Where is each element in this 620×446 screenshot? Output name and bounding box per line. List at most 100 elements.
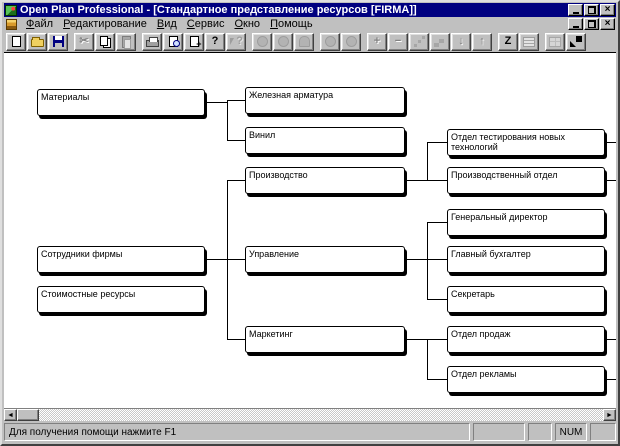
scroll-right-button[interactable]: ►	[603, 409, 616, 421]
menu-service[interactable]: Сервис	[186, 18, 225, 30]
round-shape-4-button[interactable]	[341, 32, 361, 51]
node-vinil[interactable]: Винил	[245, 127, 405, 154]
paste-clipboard-icon	[121, 35, 131, 49]
plus-icon: +	[373, 35, 381, 47]
node-sekretar[interactable]: Секретарь	[447, 286, 605, 313]
node-upravlenie[interactable]: Управление	[245, 246, 405, 273]
child-minimize-button[interactable]	[568, 18, 583, 30]
round-shape-2-button[interactable]	[273, 32, 293, 51]
node-generalnyj-direktor[interactable]: Генеральный директор	[447, 209, 605, 236]
node-proizvodstvo[interactable]: Производство	[245, 167, 405, 194]
new-document-icon	[11, 36, 21, 47]
tile-windows-button[interactable]	[545, 32, 565, 51]
scrollbar-thumb[interactable]	[17, 409, 39, 421]
diagram-canvas[interactable]: Материалы Сотрудники фирмы Стоимостные р…	[4, 53, 616, 408]
tile-windows-icon	[549, 36, 561, 47]
help-button[interactable]: ?	[205, 32, 225, 51]
restore-button[interactable]	[584, 4, 599, 16]
connector-line	[405, 339, 447, 340]
child-restore-button[interactable]	[584, 18, 599, 30]
steps-button[interactable]	[430, 32, 450, 51]
minimize-button[interactable]	[568, 4, 583, 16]
connector-line	[227, 180, 245, 181]
close-button[interactable]: ×	[600, 4, 615, 16]
paste-button[interactable]	[116, 32, 136, 51]
connector-line	[227, 140, 245, 141]
context-help-button[interactable]	[226, 32, 246, 51]
print-preview-button[interactable]	[163, 32, 183, 51]
close-icon: ×	[604, 3, 611, 15]
dome-shape-button[interactable]	[294, 32, 314, 51]
node-otdel-reklamy[interactable]: Отдел рекламы	[447, 366, 605, 393]
application-icon[interactable]	[5, 4, 17, 16]
print-icon	[145, 37, 159, 47]
node-materialy[interactable]: Материалы	[37, 89, 205, 116]
menu-file[interactable]: Файл	[26, 18, 54, 30]
round-shape-1-button[interactable]	[252, 32, 272, 51]
connector-line	[427, 222, 447, 223]
connector-line	[205, 102, 227, 103]
menu-help[interactable]: Помощь	[270, 18, 313, 30]
connector-line	[227, 180, 228, 340]
scroll-left-button[interactable]: ◄	[4, 409, 17, 421]
move-up-button[interactable]: ↑	[472, 32, 492, 51]
page-setup-button[interactable]	[184, 32, 204, 51]
minus-icon: −	[394, 35, 402, 47]
new-document-button[interactable]	[6, 32, 26, 51]
arrow-right-icon: ►	[606, 411, 613, 419]
node-proizvodstvennyj-otdel[interactable]: Производственный отдел	[447, 167, 605, 194]
child-document-icon[interactable]	[6, 18, 17, 30]
round-shape-2-icon	[277, 36, 289, 47]
arrow-left-icon: ◄	[7, 411, 14, 419]
connector-line	[427, 339, 428, 380]
round-shape-3-icon	[324, 36, 336, 47]
minimize-icon	[572, 26, 579, 28]
save-floppy-icon	[52, 36, 64, 47]
menu-edit[interactable]: Редактирование	[63, 18, 147, 30]
fit-window-button[interactable]	[566, 32, 586, 51]
node-sotrudniki-firmy[interactable]: Сотрудники фирмы	[37, 246, 205, 273]
plus-button[interactable]: +	[367, 32, 387, 51]
link-button[interactable]	[409, 32, 429, 51]
node-otdel-testirovaniya[interactable]: Отдел тестирования новых технологий	[447, 129, 605, 156]
node-otdel-prodazh[interactable]: Отдел продаж	[447, 326, 605, 353]
title-bar: Open Plan Professional - [Стандартное пр…	[4, 3, 616, 17]
scrollbar-track[interactable]	[39, 409, 603, 421]
print-button[interactable]	[142, 32, 162, 51]
open-folder-icon	[30, 37, 44, 47]
context-help-icon	[229, 35, 243, 48]
horizontal-scrollbar[interactable]: ◄ ►	[4, 408, 616, 421]
round-shape-1-icon	[256, 36, 268, 47]
close-icon: ×	[604, 17, 611, 29]
minus-button[interactable]: −	[388, 32, 408, 51]
move-down-button[interactable]: ↓	[451, 32, 471, 51]
connector-line	[227, 100, 228, 141]
status-pane-3	[528, 423, 552, 441]
child-close-button[interactable]: ×	[600, 18, 615, 30]
round-shape-3-button[interactable]	[320, 32, 340, 51]
open-button[interactable]	[27, 32, 47, 51]
page-setup-icon	[189, 36, 202, 49]
copy-button[interactable]	[95, 32, 115, 51]
cut-scissors-icon: ✂	[79, 35, 89, 47]
help-icon: ?	[211, 35, 219, 47]
node-zheleznaya-armatura[interactable]: Железная арматура	[245, 87, 405, 114]
sort-z-button[interactable]: Z	[498, 32, 518, 51]
notes-icon	[523, 36, 535, 47]
node-glavnyj-buhgalter[interactable]: Главный бухгалтер	[447, 246, 605, 273]
connector-line	[227, 339, 245, 340]
node-stoimostnye-resursy[interactable]: Стоимостные ресурсы	[37, 286, 205, 313]
notes-button[interactable]	[519, 32, 539, 51]
node-marketing[interactable]: Маркетинг	[245, 326, 405, 353]
connector-line	[427, 142, 428, 181]
save-button[interactable]	[48, 32, 68, 51]
status-pane-2	[473, 423, 525, 441]
connector-line	[227, 100, 245, 101]
arrow-up-icon: ↑	[479, 35, 485, 47]
steps-icon	[434, 37, 446, 47]
fit-window-icon	[570, 36, 582, 47]
cut-button[interactable]: ✂	[74, 32, 94, 51]
menu-window[interactable]: Окно	[234, 18, 261, 30]
menu-view[interactable]: Вид	[156, 18, 177, 30]
